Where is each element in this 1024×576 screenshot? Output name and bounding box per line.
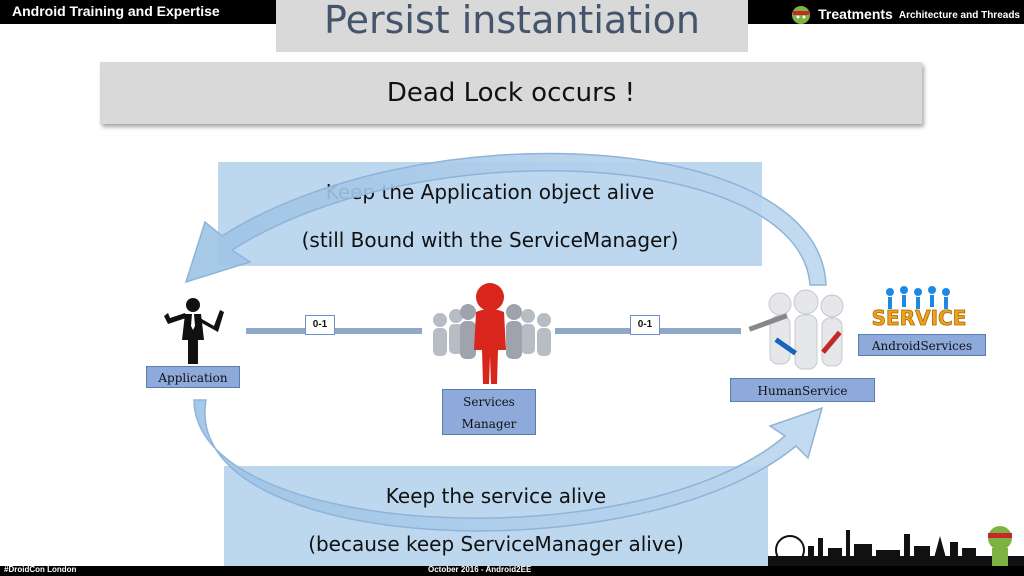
- android-services-graphic: SERVICE: [871, 286, 967, 330]
- tools-icon: [748, 313, 842, 356]
- footer-center-text: October 2016 - Android2EE: [428, 565, 532, 574]
- services-manager-label-line1: Services: [463, 395, 515, 409]
- cardinality-app-manager: 0-1: [305, 315, 335, 335]
- headline-box: Dead Lock occurs !: [100, 62, 922, 124]
- london-skyline-icon: [768, 526, 1024, 568]
- human-service-workers-icon: [768, 289, 844, 370]
- header-brand-sub: Architecture and Threads: [898, 9, 1020, 21]
- top-note-line2: (still Bound with the ServiceManager): [301, 228, 679, 252]
- footer-left-text: #DroidCon London: [4, 565, 77, 574]
- footer-bar: [0, 566, 1024, 576]
- top-note-line1: Keep the Application object alive: [325, 180, 655, 204]
- services-manager-crowd-icon: [433, 283, 551, 384]
- application-figure-icon: [164, 298, 224, 364]
- services-manager-label-line2: Manager: [461, 417, 517, 431]
- top-note-box: Keep the Application object alive (still…: [218, 162, 762, 266]
- cardinality-manager-human: 0-1: [630, 315, 660, 335]
- android-services-label: AndroidServices: [858, 334, 986, 356]
- header-left-title: Android Training and Expertise: [12, 3, 220, 19]
- services-manager-label: Services Manager: [442, 389, 536, 435]
- android-mascot-icon: [988, 526, 1012, 566]
- bottom-note-box: Keep the service alive (because keep Ser…: [224, 466, 768, 566]
- bottom-note-line1: Keep the service alive: [385, 484, 607, 508]
- service-graphic-text: SERVICE: [872, 306, 967, 330]
- application-label: Application: [146, 366, 240, 388]
- slide-title: Persist instantiation: [324, 0, 700, 42]
- slide-title-box: Persist instantiation: [276, 0, 748, 52]
- header-brand: Treatments: [818, 6, 893, 22]
- header-right: Treatments Architecture and Threads: [790, 3, 1020, 25]
- android-logo-icon: [792, 6, 811, 24]
- human-service-label: HumanService: [730, 378, 875, 402]
- bottom-note-line2: (because keep ServiceManager alive): [308, 532, 684, 556]
